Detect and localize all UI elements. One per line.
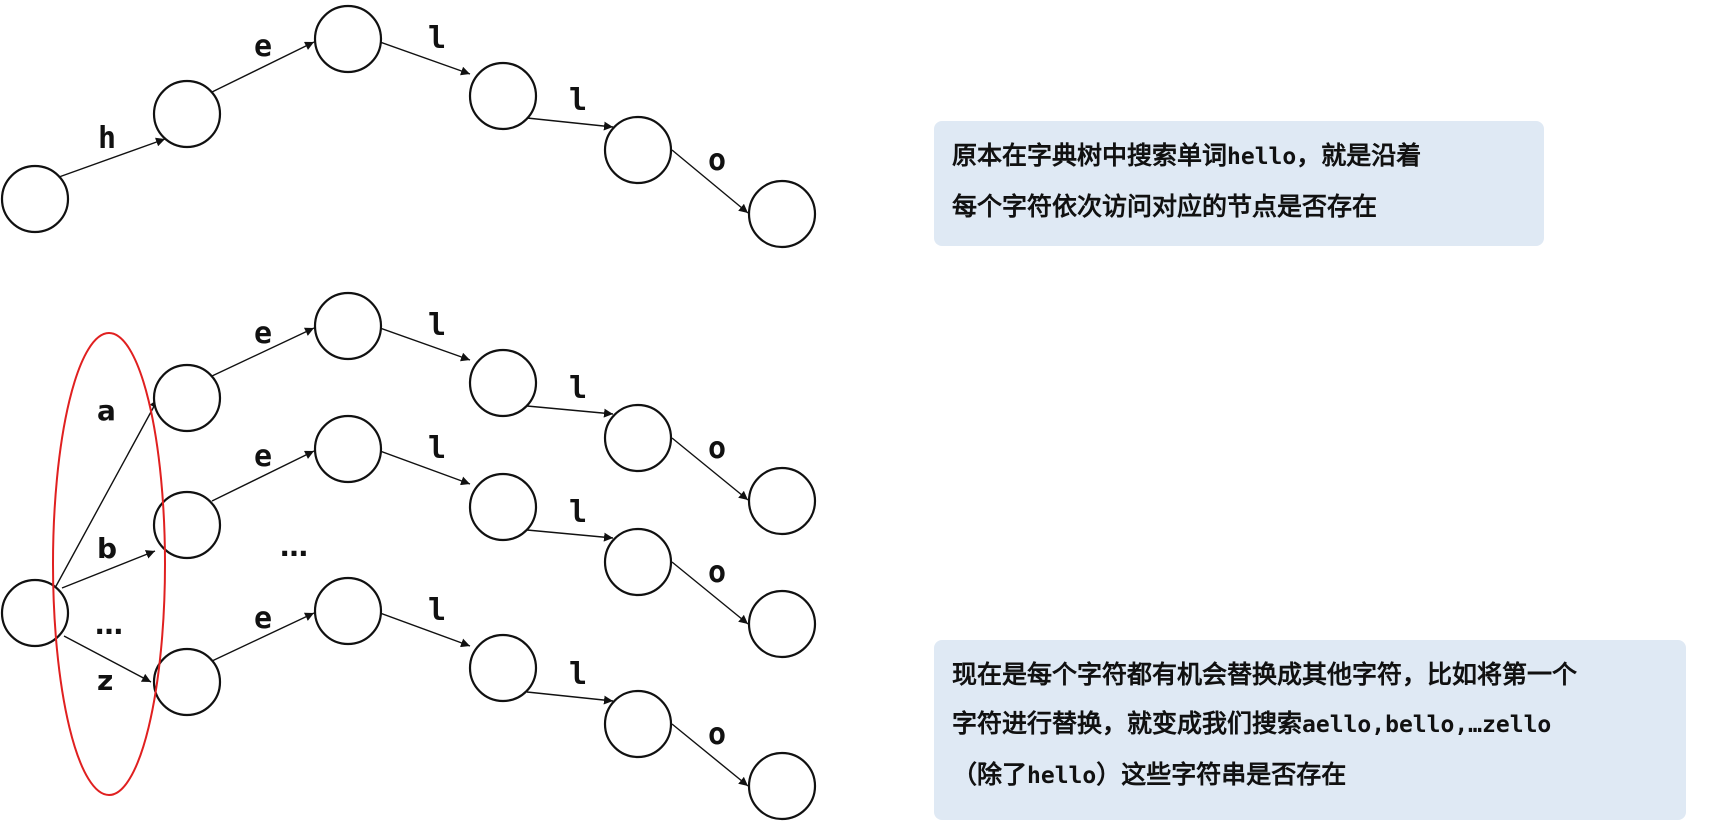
branch-b-node-l1 bbox=[468, 472, 538, 542]
branch-b-edge-e bbox=[211, 450, 315, 502]
branch-z-edge-l2 bbox=[526, 691, 614, 705]
note1-line1: 原本在字典树中搜索单词hello，就是沿着 bbox=[952, 141, 1422, 170]
note2-line3: （除了hello）这些字符串是否存在 bbox=[952, 760, 1347, 789]
branch-z-node-e bbox=[313, 576, 383, 646]
top-label-l1: l bbox=[428, 21, 446, 56]
bottom-edge-a bbox=[54, 398, 159, 589]
highlight-ellipse bbox=[52, 332, 166, 796]
bottom-label-ellipsis: … bbox=[95, 608, 123, 641]
branch-b-edge-l1 bbox=[379, 450, 471, 486]
explanation-note-original-search: 原本在字典树中搜索单词hello，就是沿着 每个字符依次访问对应的节点是否存在 bbox=[934, 121, 1544, 246]
branch-b-edge-l2 bbox=[526, 529, 614, 542]
branch-z-label-l1: l bbox=[428, 593, 446, 628]
branch-b-edge-o bbox=[671, 561, 749, 625]
branch-a-node-o bbox=[747, 466, 817, 536]
branch-z-label-l2: l bbox=[569, 657, 587, 692]
top-node-o bbox=[747, 179, 817, 249]
branch-a-edge-e bbox=[211, 327, 315, 377]
branch-z-edge-e bbox=[211, 612, 315, 662]
branch-a-edge-o bbox=[671, 437, 749, 501]
top-label-l2: l bbox=[569, 83, 587, 118]
top-node-e bbox=[313, 4, 383, 74]
bottom-trie: a b … z … e l l o e l l o e l l o bbox=[0, 291, 817, 821]
branch-a-label-o: o bbox=[708, 431, 726, 466]
note2-line1: 现在是每个字符都有机会替换成其他字符，比如将第一个 bbox=[952, 660, 1578, 689]
branch-b-label-l2: l bbox=[569, 495, 587, 530]
branch-z-edge-l1 bbox=[379, 612, 471, 648]
note2-code-variants: aello,bello,…zello bbox=[1302, 712, 1552, 738]
branch-b-node-1 bbox=[152, 490, 222, 560]
note2-code-hello: hello bbox=[1027, 763, 1097, 789]
branch-z-label-e: e bbox=[254, 601, 272, 636]
branch-a-label-e: e bbox=[254, 316, 272, 351]
branch-b-node-l2 bbox=[603, 527, 673, 597]
top-edge-h bbox=[58, 137, 166, 178]
branch-b-label-o: o bbox=[708, 555, 726, 590]
top-edge-l2 bbox=[526, 117, 614, 131]
branch-a-node-l2 bbox=[603, 403, 673, 473]
branch-z-edge-o bbox=[671, 723, 749, 787]
note1-code-hello: hello bbox=[1227, 144, 1297, 170]
middle-ellipsis: … bbox=[280, 530, 308, 563]
branch-b-label-l1: l bbox=[428, 431, 446, 466]
branch-z-node-1 bbox=[152, 647, 222, 717]
top-edge-e bbox=[211, 41, 315, 93]
branch-z-node-l2 bbox=[603, 689, 673, 759]
top-trie: h e l l o bbox=[0, 4, 817, 249]
branch-z-label-o: o bbox=[708, 717, 726, 752]
top-edge-l1 bbox=[379, 41, 471, 76]
bottom-node-root bbox=[0, 578, 70, 648]
top-node-l1 bbox=[468, 61, 538, 131]
top-label-h: h bbox=[98, 121, 116, 156]
bottom-label-z: z bbox=[97, 664, 113, 697]
bottom-label-b: b bbox=[97, 532, 117, 565]
branch-a-node-e bbox=[313, 291, 383, 361]
branch-b-node-o bbox=[747, 589, 817, 659]
top-label-o: o bbox=[708, 143, 726, 178]
note2-line2: 字符进行替换，就变成我们搜索aello,bello,…zello bbox=[952, 709, 1552, 738]
branch-b-node-e bbox=[313, 414, 383, 484]
top-node-l2 bbox=[603, 115, 673, 185]
branch-a-node-l1 bbox=[468, 348, 538, 418]
top-label-e: e bbox=[254, 29, 272, 64]
bottom-edge-b bbox=[61, 550, 156, 589]
branch-b-label-e: e bbox=[254, 439, 272, 474]
top-node-h bbox=[152, 79, 222, 149]
branch-a-node-1 bbox=[152, 363, 222, 433]
branch-a-label-l1: l bbox=[428, 308, 446, 343]
branch-a-edge-l2 bbox=[526, 405, 614, 418]
note1-line2: 每个字符依次访问对应的节点是否存在 bbox=[952, 192, 1378, 221]
top-edge-o bbox=[671, 149, 749, 214]
bottom-label-a: a bbox=[97, 394, 116, 427]
bottom-edge-z bbox=[63, 635, 152, 683]
branch-a-label-l2: l bbox=[569, 371, 587, 406]
branch-a-edge-l1 bbox=[379, 327, 471, 362]
explanation-note-replacement: 现在是每个字符都有机会替换成其他字符，比如将第一个 字符进行替换，就变成我们搜索… bbox=[934, 640, 1686, 820]
branch-z-node-l1 bbox=[468, 633, 538, 703]
top-node-root bbox=[0, 164, 70, 234]
branch-z-node-o bbox=[747, 751, 817, 821]
